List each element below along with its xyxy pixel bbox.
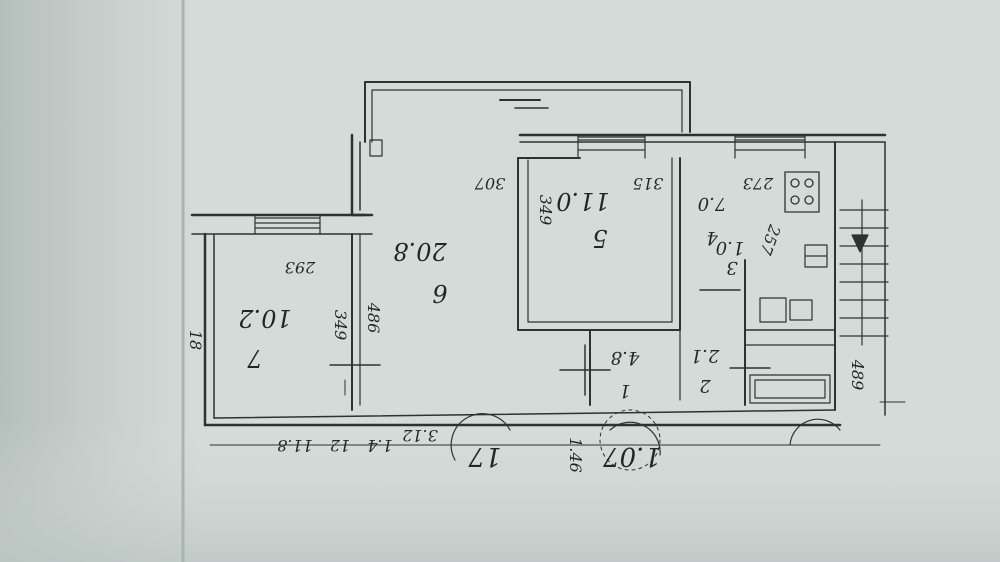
bottom-mark-3-12: 3.12 (402, 426, 438, 445)
dim-315: 315 (633, 174, 664, 193)
stove (784, 171, 820, 213)
stairwell (839, 199, 889, 346)
bottom-mark-1-4: 1.4 (367, 436, 392, 455)
dim-349-room5: 349 (536, 195, 555, 226)
bottom-mark-11-8: 11.8 (277, 436, 313, 455)
window-room-7 (254, 214, 321, 235)
room-5-area: 11.0 (556, 187, 609, 215)
room-7-number: 7 (247, 344, 263, 372)
door-arc (450, 413, 511, 461)
room-6-area: 20.8 (393, 237, 447, 265)
dimension-ticks (209, 379, 906, 446)
room-4-number: 4 (706, 227, 718, 248)
room-4-area: 7.0 (698, 193, 727, 214)
exterior-walls (190, 133, 887, 427)
room-2-number: 2 (699, 375, 711, 396)
interior-walls (329, 157, 836, 411)
dim-273: 273 (743, 174, 775, 193)
room-3-number: 3 (726, 257, 737, 278)
section-18: 1.07 (603, 441, 661, 471)
dim-293: 293 (285, 258, 317, 277)
bathtub (749, 374, 831, 404)
room-5-number: 5 (592, 224, 607, 252)
sink (804, 244, 828, 268)
room-6-number: 6 (432, 279, 447, 307)
room-1-number: 1 (619, 380, 630, 401)
balcony (364, 81, 691, 143)
room-7-area: 10.2 (238, 304, 291, 332)
section-17: 17 (468, 441, 502, 471)
room-3-area: 1.0 (716, 237, 745, 258)
dim-349-room7: 349 (331, 310, 350, 341)
room-2-area: 2.1 (691, 345, 721, 366)
bottom-mark-12: 12 (330, 436, 350, 455)
bottom-mark-1-07: 18 (186, 330, 205, 350)
window-room-5 (577, 134, 646, 159)
dim-489: 489 (848, 359, 867, 391)
dim-307: 307 (474, 174, 505, 193)
bottom-mark-1-46: 1.46 (566, 437, 585, 473)
dim-486: 486 (364, 302, 383, 334)
window-kitchen (734, 134, 806, 159)
toilet (759, 297, 813, 323)
room-1-area: 4.8 (611, 347, 641, 368)
